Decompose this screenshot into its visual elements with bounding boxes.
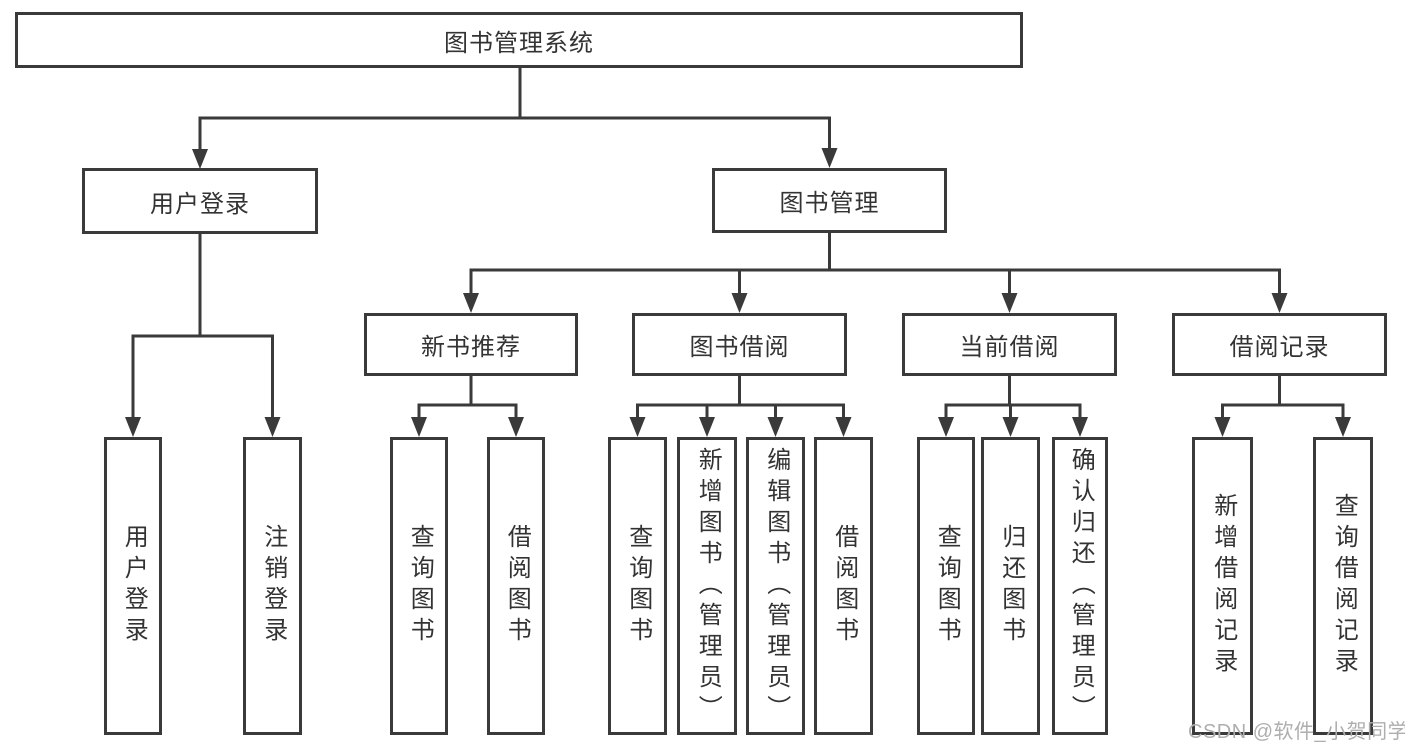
- leaf-query-borrow-record: 查询借阅记录: [1313, 437, 1373, 735]
- leaf-label: 借阅图书: [830, 524, 858, 648]
- leaf-return-book: 归还图书: [981, 437, 1040, 735]
- csdn-watermark: CSDN @软件_小贺同学: [1188, 721, 1405, 743]
- leaf-edit-book-admin: 编辑图书（管理员）: [746, 437, 805, 735]
- leaf-label: 新增借阅记录: [1209, 493, 1237, 679]
- leaf-label: 查询图书: [406, 524, 434, 648]
- node-book-borrowing: 图书借阅: [632, 313, 847, 376]
- connector-book-borrowing-to-leaves: [629, 376, 852, 437]
- node-book-management: 图书管理: [712, 168, 947, 233]
- leaf-add-borrow-record: 新增借阅记录: [1192, 437, 1253, 735]
- node-library-management-system: 图书管理系统: [15, 12, 1023, 68]
- node-label: 借阅记录: [1229, 334, 1330, 361]
- leaf-label: 用户登录: [120, 524, 148, 648]
- leaf-label: 确认归还（管理员）: [1067, 446, 1095, 726]
- leaf-query-books-current: 查询图书: [917, 437, 975, 735]
- connector-user-login-to-leaves: [125, 234, 281, 437]
- leaf-borrow-books-recommend: 借阅图书: [487, 437, 545, 735]
- connector-new-book-recommendation-to-leaves: [411, 376, 524, 437]
- node-label: 新书推荐: [421, 334, 521, 361]
- leaf-user-login: 用户登录: [104, 437, 162, 735]
- node-label: 图书管理: [779, 190, 880, 217]
- connector-book-management-to-level3: [463, 233, 1288, 313]
- leaf-label: 新增图书（管理员）: [694, 446, 722, 726]
- node-label: 图书管理系统: [444, 29, 594, 57]
- leaf-label: 查询图书: [624, 524, 652, 648]
- node-label: 图书借阅: [689, 334, 790, 361]
- leaf-label: 编辑图书（管理员）: [762, 446, 790, 726]
- leaf-logout: 注销登录: [243, 437, 302, 735]
- leaf-add-book-admin: 新增图书（管理员）: [677, 437, 737, 735]
- node-user-login: 用户登录: [82, 168, 318, 234]
- leaf-borrow-books: 借阅图书: [814, 437, 873, 735]
- connector-root-to-level2: [192, 68, 838, 169]
- node-label: 当前借阅: [959, 334, 1060, 361]
- connector-borrowing-records-to-leaves: [1214, 376, 1351, 437]
- leaf-label: 查询图书: [933, 524, 961, 648]
- node-borrowing-records: 借阅记录: [1172, 313, 1387, 376]
- connector-current-borrowing-to-leaves: [938, 376, 1088, 437]
- leaf-label: 借阅图书: [503, 524, 531, 648]
- node-new-book-recommendation: 新书推荐: [364, 313, 578, 376]
- leaf-query-books-recommend: 查询图书: [390, 437, 448, 735]
- leaf-label: 注销登录: [259, 524, 287, 648]
- leaf-label: 查询借阅记录: [1330, 493, 1358, 679]
- leaf-label: 归还图书: [997, 524, 1025, 648]
- node-label: 用户登录: [150, 190, 250, 218]
- node-current-borrowing: 当前借阅: [902, 313, 1117, 376]
- leaf-query-books-borrowing: 查询图书: [608, 437, 667, 735]
- leaf-confirm-return-admin: 确认归还（管理员）: [1052, 437, 1108, 735]
